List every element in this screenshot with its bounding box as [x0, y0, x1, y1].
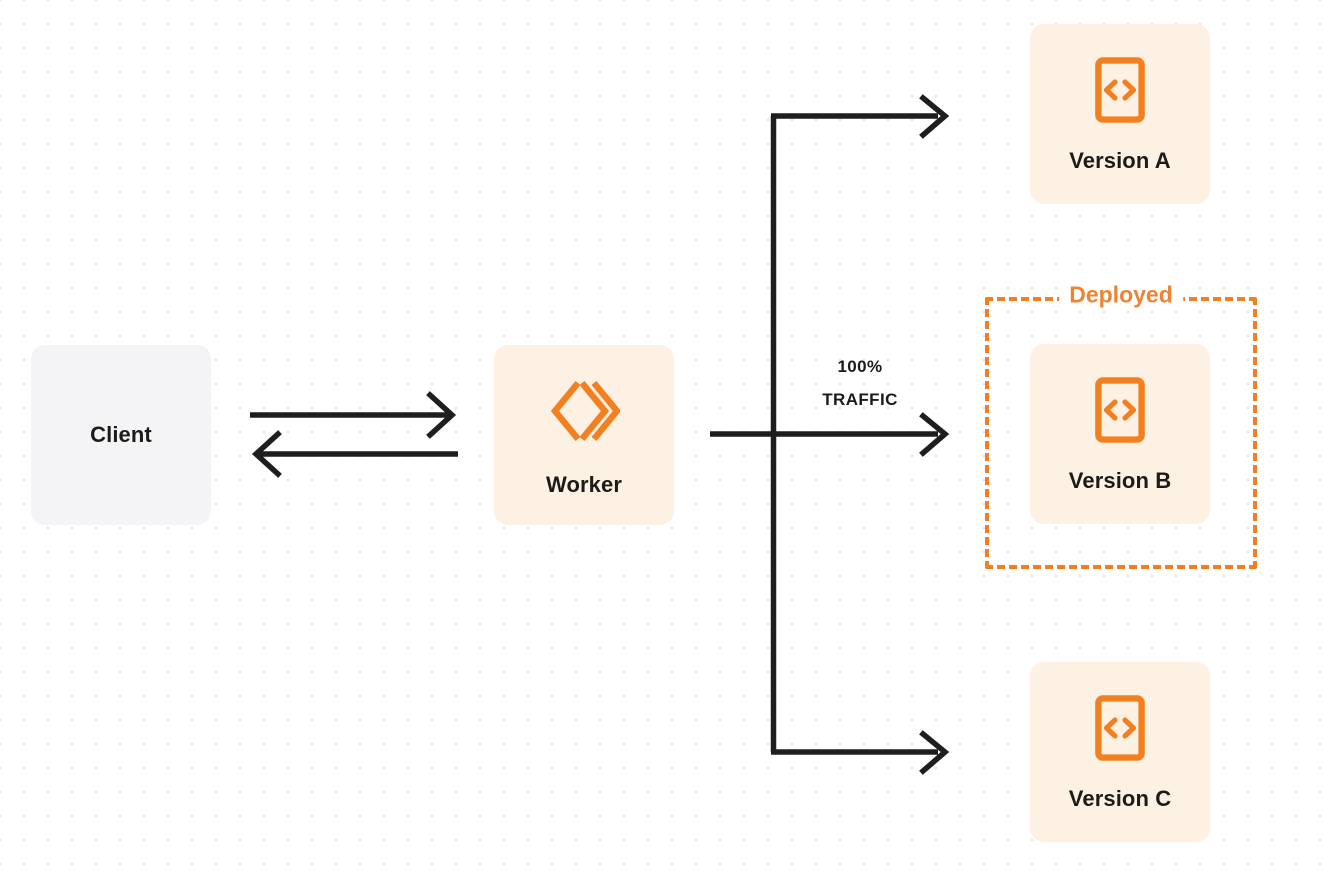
- arrowhead-to-client: [251, 430, 282, 478]
- node-version-b-label: Version B: [1068, 467, 1172, 493]
- node-version-b[interactable]: Version B: [1030, 344, 1210, 524]
- node-worker[interactable]: Worker: [494, 345, 674, 525]
- code-file-icon: [1095, 694, 1145, 766]
- traffic-caption: TRAFFIC: [822, 390, 898, 410]
- node-version-c[interactable]: Version C: [1030, 662, 1210, 842]
- code-file-icon: [1095, 56, 1145, 128]
- node-version-a-label: Version A: [1069, 147, 1171, 173]
- node-client-label: Client: [90, 422, 152, 447]
- deployed-group: Deployed: [985, 283, 1257, 569]
- code-file-icon: [1095, 376, 1145, 448]
- arrowhead-version-a: [919, 94, 950, 139]
- cloudflare-workers-icon: [548, 375, 622, 452]
- arrowhead-version-c: [919, 730, 950, 775]
- arrowhead-version-b: [919, 412, 950, 457]
- deployed-group-label: Deployed: [1059, 283, 1183, 307]
- arrowhead-to-worker: [426, 391, 457, 439]
- node-version-a[interactable]: Version A: [1030, 24, 1210, 204]
- traffic-percent: 100%: [837, 357, 883, 376]
- node-client[interactable]: Client: [31, 345, 211, 525]
- traffic-label: 100% TRAFFIC: [790, 350, 930, 416]
- node-version-c-label: Version C: [1068, 785, 1172, 811]
- node-worker-label: Worker: [546, 471, 622, 497]
